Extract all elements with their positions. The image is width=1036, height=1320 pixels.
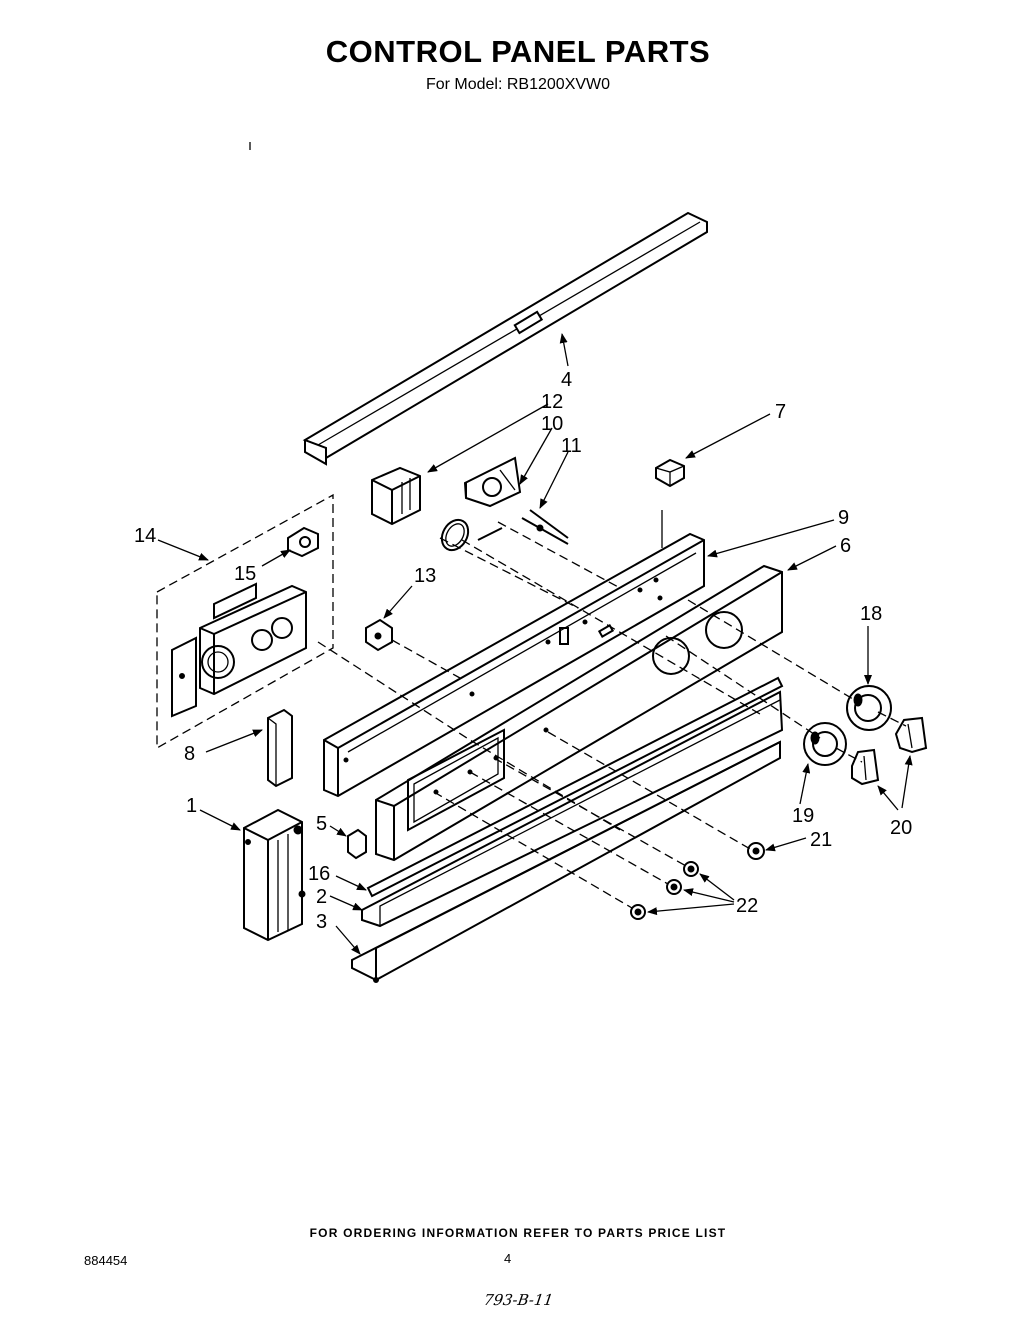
callout-13: 13 (414, 565, 436, 587)
part-12-switch (371, 466, 421, 526)
part-14-clock-assembly-box (156, 493, 334, 750)
part-4-top-trim (302, 211, 708, 466)
part-10-switch (463, 456, 522, 508)
part-13-bracket (365, 618, 393, 652)
callout-20: 20 (890, 817, 912, 839)
callout-4: 4 (561, 369, 572, 391)
part-20-knobs (851, 716, 928, 786)
part-21-nut (747, 842, 765, 860)
part-6-control-panel (375, 564, 783, 862)
document-number: 884454 (84, 1253, 128, 1268)
callout-2: 2 (316, 886, 327, 908)
callout-16: 16 (308, 863, 330, 885)
alignment-lines (317, 521, 907, 909)
callout-6: 6 (840, 535, 851, 557)
part-8-clip (267, 708, 293, 788)
callout-11: 11 (561, 435, 582, 457)
part-ring-gasket (440, 518, 470, 552)
callout-3: 3 (316, 911, 327, 933)
part-2-lower-trim (361, 690, 784, 928)
part-22-nuts (630, 861, 699, 920)
callout-leaders (157, 333, 913, 955)
callout-15: 15 (234, 563, 256, 585)
model-number: RB1200XVW0 (506, 76, 611, 93)
part-7-connector (655, 458, 685, 488)
part-3-bottom-cap (351, 740, 781, 983)
callout-5: 5 (316, 813, 327, 835)
part-1-terminal-block (243, 808, 306, 942)
handwritten-code: 793-B-11 (482, 1291, 555, 1309)
callout-1: 1 (186, 795, 197, 817)
page-title: CONTROL PANEL PARTS (325, 34, 711, 69)
callout-12: 12 (541, 391, 563, 413)
callout-21: 21 (810, 829, 832, 851)
model-label: For Model: (425, 76, 503, 93)
callout-10: 10 (541, 413, 563, 435)
part-11-shaft (477, 509, 569, 545)
part-18-bezel (846, 685, 892, 731)
part-19-bezel (803, 722, 847, 766)
callout-22: 22 (736, 895, 758, 917)
part-15-switch (287, 526, 319, 558)
ordering-info-note: FOR ORDERING INFORMATION REFER TO PARTS … (309, 1226, 727, 1240)
part-5-spacer (347, 828, 367, 860)
part-9-panel-bracket (323, 532, 705, 798)
callout-7: 7 (775, 401, 786, 423)
callout-9: 9 (838, 507, 849, 529)
model-subtitle: For Model: RB1200XVW0 (0, 76, 1036, 94)
page-number: 4 (504, 1251, 512, 1266)
clock-module (171, 582, 307, 718)
part-16-trim-strip (366, 676, 784, 898)
callout-18: 18 (860, 603, 882, 625)
callout-14: 14 (134, 525, 156, 547)
callout-19: 19 (792, 805, 814, 827)
callout-labels: 4 12 10 11 7 9 6 14 15 13 18 8 1 5 16 2 … (134, 369, 912, 933)
callout-8: 8 (184, 743, 195, 765)
